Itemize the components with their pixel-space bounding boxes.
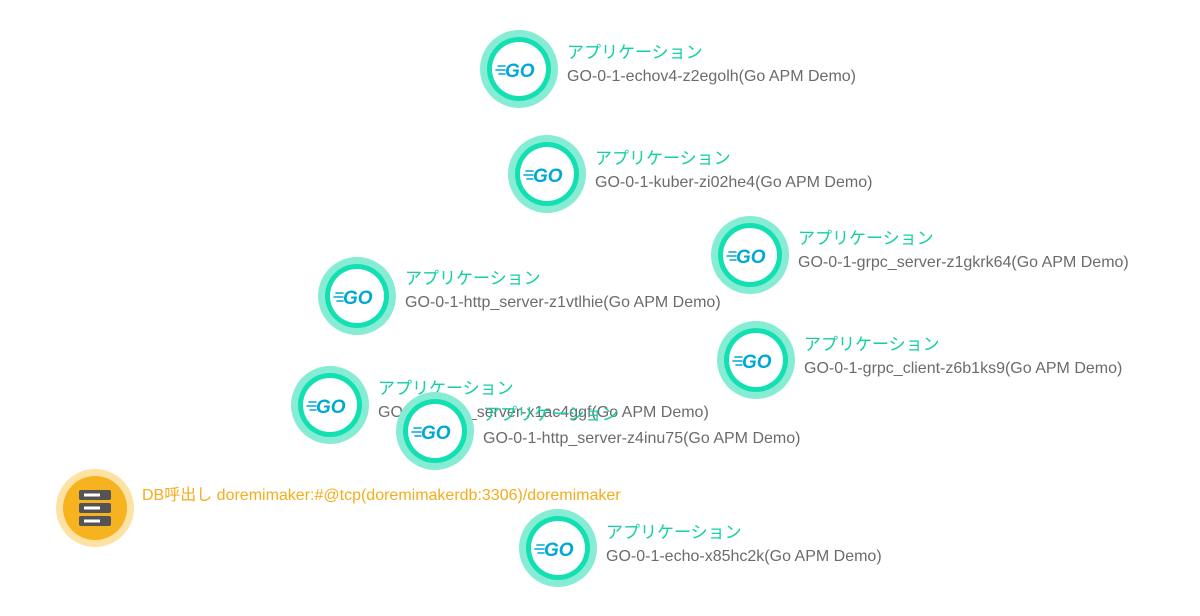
db-node-icon[interactable] [56,469,134,547]
node-name-label: GO-0-1-grpc_server-z1gkrk64(Go APM Demo) [798,254,1129,271]
node-type-label: アプリケーション [483,405,619,424]
app-node-icon[interactable] [717,321,795,399]
node-type-label: アプリケーション [798,229,934,248]
app-node-icon[interactable] [519,509,597,587]
database-server-icon [79,490,111,526]
db-node-label: DB呼出し doremimaker:#@tcp(doremimakerdb:33… [142,487,621,504]
node-type-label: アプリケーション [606,523,742,542]
node-type-label: アプリケーション [595,149,731,168]
node-name-label: GO-0-1-kuber-zi02he4(Go APM Demo) [595,174,873,191]
go-logo-icon [523,165,564,188]
go-logo-icon [411,422,452,445]
app-node-icon[interactable] [318,257,396,335]
node-type-label: アプリケーション [804,335,940,354]
go-logo-icon [306,396,347,419]
node-name-label: GO-0-1-grpc_client-z6b1ks9(Go APM Demo) [804,360,1123,377]
node-type-label: アプリケーション [378,379,514,398]
app-node-icon[interactable] [291,366,369,444]
go-logo-icon [732,351,773,374]
go-logo-icon [333,287,374,310]
app-node-icon[interactable] [480,30,558,108]
app-node-icon[interactable] [396,392,474,470]
node-name-label: GO-0-1-http_server-z1vtlhie(Go APM Demo) [405,294,721,311]
app-node-icon[interactable] [711,216,789,294]
go-logo-icon [726,246,767,269]
node-type-label: アプリケーション [405,269,541,288]
go-logo-icon [495,60,536,83]
app-node-icon[interactable] [508,135,586,213]
go-logo-icon [534,539,575,562]
node-name-label: GO-0-1-echov4-z2egolh(Go APM Demo) [567,68,856,85]
node-name-label: GO-0-1-echo-x85hc2k(Go APM Demo) [606,548,882,565]
node-type-label: アプリケーション [567,43,703,62]
node-name-label: GO-0-1-http_server-z4inu75(Go APM Demo) [483,430,801,447]
